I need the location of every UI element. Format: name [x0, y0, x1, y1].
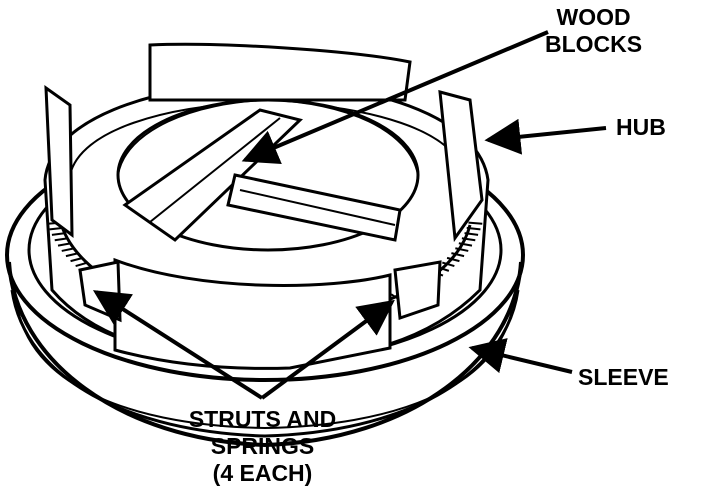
wood-blocks-label: WOOD BLOCKS: [545, 4, 642, 58]
spline-tooth: [57, 242, 72, 247]
spline-tooth: [468, 221, 483, 225]
struts-label-line1: STRUTS AND: [188, 406, 337, 432]
struts-label-line2: SPRINGS: [210, 433, 315, 459]
wood-blocks-label-line1: WOOD: [556, 4, 631, 30]
spline-tooth: [442, 261, 455, 268]
arrow-struts-right: [260, 299, 395, 400]
spline-tooth: [54, 237, 69, 242]
spline-tooth: [446, 256, 460, 263]
struts-and-springs-label: STRUTS AND SPRINGS (4 EACH): [170, 406, 355, 487]
spline-tooth: [466, 226, 481, 231]
spline-tooth: [455, 247, 469, 252]
hub-label: HUB: [616, 114, 666, 140]
spline-tooth: [451, 252, 465, 258]
arrow-struts-left: [92, 290, 264, 400]
arrow-wood-blocks: [241, 30, 549, 164]
sleeve-label: SLEEVE: [578, 364, 669, 390]
spline-tooth: [464, 232, 479, 236]
spline-tooth: [458, 242, 473, 247]
spline-tooth: [51, 232, 66, 236]
arrow-hub: [484, 118, 607, 155]
spline-tooth: [65, 252, 79, 258]
spline-tooth: [70, 256, 84, 263]
wood-blocks-label-line2: BLOCKS: [545, 31, 643, 57]
spline-tooth: [461, 237, 476, 242]
spline-tooth: [75, 261, 88, 268]
struts-label-line3: (4 EACH): [212, 460, 313, 486]
spline-tooth: [61, 247, 75, 252]
arrow-sleeve: [468, 338, 573, 374]
leader-arrows: [92, 30, 607, 400]
